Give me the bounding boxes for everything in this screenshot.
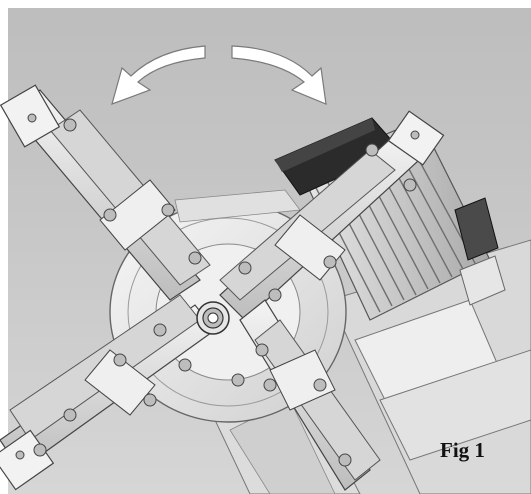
frame-border-top <box>0 0 531 8</box>
terminal-box <box>454 197 499 261</box>
arm-lower-right <box>239 299 381 491</box>
frame-border-left <box>0 0 8 494</box>
bolts <box>15 113 420 467</box>
central-hub <box>196 301 230 335</box>
left-curved-arrow <box>111 45 206 105</box>
right-curved-arrow <box>231 45 327 105</box>
curved-double-arrow-icon <box>111 45 327 105</box>
figure-label: Fig 1 <box>440 438 485 462</box>
